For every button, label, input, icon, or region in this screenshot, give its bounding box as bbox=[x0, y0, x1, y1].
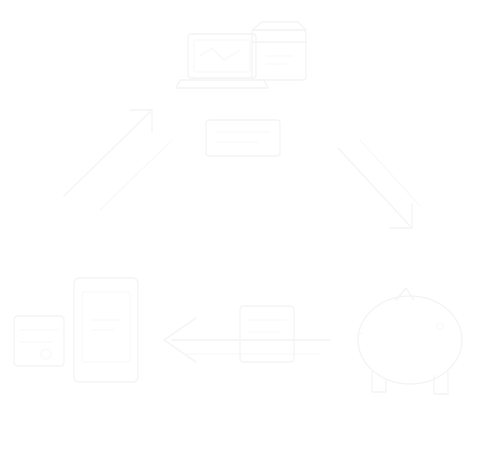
arrow-bottom-right-to-bottom-left bbox=[163, 317, 331, 363]
arrow-bottom-left-to-top bbox=[63, 109, 173, 211]
piggy-bank-icon bbox=[355, 287, 463, 395]
phone-icon bbox=[73, 277, 139, 383]
laptop-icon bbox=[175, 33, 269, 89]
arrow-top-to-bottom-right bbox=[337, 139, 421, 229]
box-icon bbox=[251, 21, 307, 81]
top-card-icon bbox=[205, 119, 281, 157]
center-card-icon bbox=[239, 305, 295, 363]
wallet-icon bbox=[13, 315, 65, 367]
